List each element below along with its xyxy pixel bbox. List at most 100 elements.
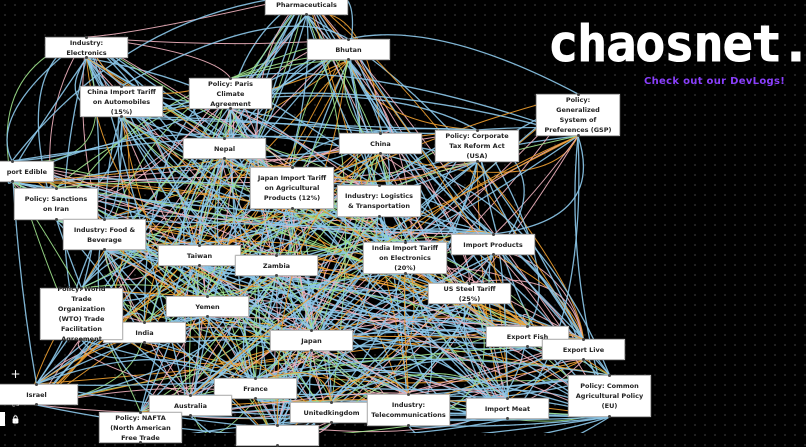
zoom-out-button[interactable]: − [10,382,21,396]
graph-edge [347,38,610,376]
graph-node[interactable]: Industry: Food & Beverage [63,218,146,251]
graph-edge [306,14,362,76]
graph-edge [230,72,579,137]
graph-edge [543,416,610,433]
lock-icon[interactable]: 🔒 [10,415,21,424]
graph-controls: + − ⛶ 🔒 [8,367,23,427]
graph-edge [403,273,409,395]
graph-edge [55,187,610,418]
graph-edge [276,275,470,312]
zoom-in-button[interactable]: + [10,367,21,381]
graph-edge [85,57,312,331]
graph-node[interactable]: India Import Tariff on Electronics (20%) [363,241,447,275]
graph-edge [80,316,208,359]
graph-node[interactable]: Yemen [166,295,249,318]
graph-edge [81,153,381,289]
graph-edge [287,376,409,433]
graph-edge [276,129,478,426]
graph-node[interactable]: Nepal [183,137,266,160]
graph-edge [276,59,361,277]
graph-edge [81,77,231,289]
graph-node[interactable]: Pharmaceuticals [265,0,348,16]
graph-node[interactable]: China Import Tariff on Automobiles (15%) [80,85,163,118]
graph-node[interactable]: Policy: Generalized System of Preference… [536,93,620,137]
graph-edge [85,36,192,417]
graph-node[interactable]: Bhutan [307,38,390,61]
graph-node[interactable]: Export Live [542,338,625,361]
graph-edge [121,25,349,87]
graph-edge [178,137,226,297]
chaosnet-logo: chaosnet. [548,15,806,73]
graph-edge [36,338,584,386]
graph-node[interactable]: Japan Import Tariff on Agricultural Prod… [250,166,334,210]
graph-node[interactable]: Israel [0,383,78,406]
graph-edge [254,132,382,400]
graph-edge [55,187,528,348]
graph-edge [81,339,610,391]
graph-edge [348,59,478,131]
graph-node[interactable]: Policy: Common Agricultural Policy (EU) [568,374,651,418]
graph-edge [77,339,191,396]
graph-edge [290,38,349,331]
graph-node[interactable]: Unitedkingdom [290,401,373,424]
graph-edge [476,161,584,340]
graph-node[interactable]: Policy: World Trade Organization (WTO) T… [40,285,123,343]
graph-edge [36,282,470,406]
graph-node[interactable]: Taiwan [158,244,241,267]
graph-node[interactable]: US Steel Tariff (25%) [428,282,511,305]
graph-edge [207,316,528,327]
graph-node[interactable]: Policy: Corporate Tax Reform Act (USA) [435,129,519,163]
graph-edge [507,135,580,420]
graph-edge [121,92,579,137]
graph-node[interactable]: Policy: Paris Climate Agreement [189,77,272,110]
graph-edge [199,0,306,246]
graph-node[interactable]: Import Meat [466,397,549,420]
graph-node[interactable]: China [339,132,422,155]
graph-edge [36,38,349,406]
graph-edge [11,38,349,162]
graph-node[interactable]: Zambia [235,254,318,277]
graph-edge [144,0,304,344]
graph-edge [276,275,610,418]
fit-view-button[interactable]: ⛶ [12,399,19,409]
graph-edge [190,415,279,433]
graph-edge [36,38,349,406]
graph-node[interactable]: Industry: Electronics [45,36,128,59]
graph-node[interactable]: port Edible [0,160,54,183]
graph-edge [380,153,610,418]
graph-edge [492,135,585,235]
graph-edge [120,85,201,417]
graph-edge [307,0,409,395]
graph-edge [11,0,272,162]
graph-edge [104,38,349,251]
graph-edge [199,93,579,246]
graph-node[interactable]: Policy: NAFTA (North American Free Trade [99,411,182,444]
graph-edge [144,158,225,323]
graph-edge [11,160,38,385]
graph-edge [230,77,584,361]
graph-node[interactable]: Japan [270,329,353,352]
graph-edge [317,422,332,433]
graph-edge [7,57,88,184]
graph-node[interactable]: Industry: Logistics & Transportation [337,184,421,218]
graph-edge [207,303,470,347]
graph-edge [55,59,349,221]
graph-node[interactable] [236,424,319,447]
graph-edge [380,135,579,173]
side-panel-edge[interactable] [0,412,5,426]
graph-edge [348,34,579,95]
graph-edge [36,85,130,406]
graph-node[interactable]: Import Products [451,233,535,256]
devlogs-link[interactable]: Check out our DevLogs! [644,76,786,87]
graph-edge [311,132,381,352]
graph-edge [85,57,225,139]
graph-edge [11,135,478,163]
graph-node[interactable]: France [214,377,297,400]
graph-node[interactable]: Australia [149,394,232,417]
graph-edge [199,265,528,327]
graph-node[interactable]: Policy: Sanctions on Iran [14,187,98,221]
graph-edge [276,153,381,426]
graph-edge [480,416,610,433]
graph-node[interactable]: Industry: Telecommunications [367,393,450,427]
graph-edge [189,0,306,417]
